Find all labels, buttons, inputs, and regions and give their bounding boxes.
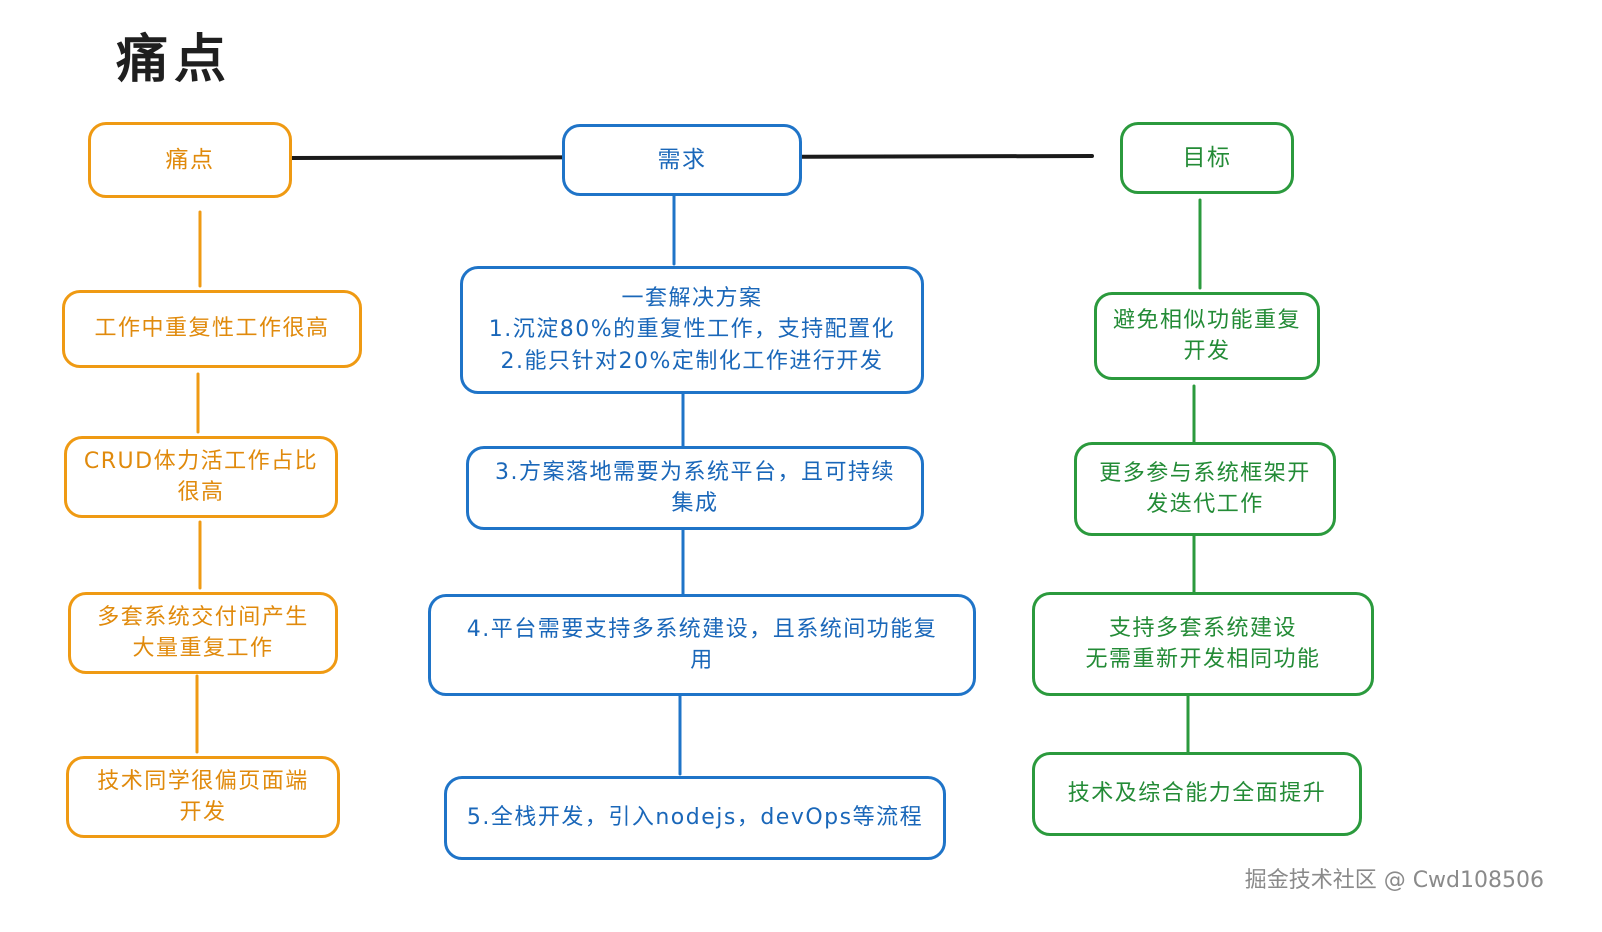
pain-item-3: 多套系统交付间产生 大量重复工作: [68, 592, 338, 674]
watermark: 掘金技术社区 @ Cwd108506: [1244, 868, 1544, 893]
goal-header-node: 目标: [1120, 122, 1294, 194]
goal-item-2: 更多参与系统框架开 发迭代工作: [1074, 442, 1336, 536]
need-item-1: 一套解决方案 1.沉淀80%的重复性工作，支持配置化 2.能只针对20%定制化工…: [460, 266, 924, 394]
pain-item-2: CRUD体力活工作占比 很高: [64, 436, 338, 518]
goal-item-4: 技术及综合能力全面提升: [1032, 752, 1362, 836]
goal-item-1: 避免相似功能重复 开发: [1094, 292, 1320, 380]
need-item-2: 3.方案落地需要为系统平台，且可持续 集成: [466, 446, 924, 530]
need-item-4: 5.全栈开发，引入nodejs，devOps等流程: [444, 776, 946, 860]
page-title: 痛点: [116, 30, 233, 90]
pain-item-4: 技术同学很偏页面端 开发: [66, 756, 340, 838]
pain-item-1: 工作中重复性工作很高: [62, 290, 362, 368]
need-item-3: 4.平台需要支持多系统建设，且系统间功能复 用: [428, 594, 976, 696]
goal-item-3: 支持多套系统建设 无需重新开发相同功能: [1032, 592, 1374, 696]
need-header-node: 需求: [562, 124, 802, 196]
pain-header-node: 痛点: [88, 122, 292, 198]
